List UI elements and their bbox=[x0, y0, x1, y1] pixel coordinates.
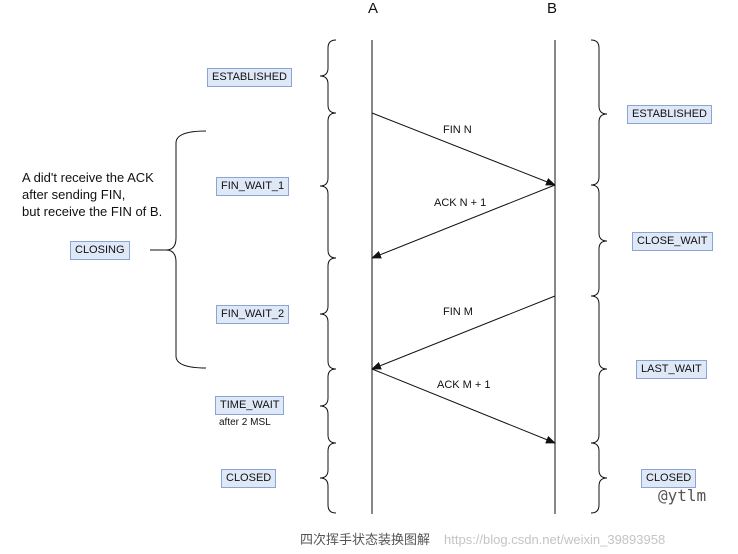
state-a-time-wait: TIME_WAIT bbox=[215, 396, 285, 415]
state-b-close-wait: CLOSE_WAIT bbox=[632, 232, 713, 251]
caption-title: 四次挥手状态装换图解 bbox=[300, 532, 431, 547]
note-line-3: but receive the FIN of B. bbox=[22, 204, 163, 219]
state-a-established: ESTABLISHED bbox=[207, 68, 292, 87]
state-a-fin-wait-2: FIN_WAIT_2 bbox=[216, 305, 290, 324]
arrow-ack-m1 bbox=[371, 368, 556, 444]
state-b-closed: CLOSED bbox=[641, 469, 697, 488]
column-label-b: B bbox=[547, 0, 558, 17]
arrow-fin-n bbox=[371, 112, 556, 186]
arrow-fin-m bbox=[371, 295, 556, 370]
state-b-established: ESTABLISHED bbox=[627, 105, 712, 124]
brace-a-fin-wait-1 bbox=[319, 112, 337, 259]
label-fin-m: FIN M bbox=[443, 306, 473, 318]
brace-a-fin-wait-2 bbox=[319, 257, 337, 370]
time-wait-note: after 2 MSL bbox=[219, 417, 271, 428]
state-b-last-wait: LAST_WAIT bbox=[636, 360, 707, 379]
note-line-1: A did't receive the ACK bbox=[22, 170, 154, 185]
column-label-a: A bbox=[368, 0, 379, 17]
label-ack-m1: ACK M + 1 bbox=[437, 379, 491, 391]
state-a-fin-wait-1: FIN_WAIT_1 bbox=[216, 177, 290, 196]
note-line-2: after sending FIN, bbox=[22, 187, 126, 202]
arrow-ack-n1 bbox=[371, 184, 556, 259]
state-a-closed: CLOSED bbox=[221, 469, 277, 488]
brace-b-established bbox=[590, 39, 608, 186]
caption-url: https://blog.csdn.net/weixin_39893958 bbox=[444, 532, 666, 547]
brace-a-closed bbox=[319, 442, 337, 514]
brace-a-time-wait bbox=[319, 368, 337, 444]
label-ack-n1: ACK N + 1 bbox=[434, 197, 487, 209]
brace-b-last-wait bbox=[590, 295, 608, 444]
brace-b-closed bbox=[590, 442, 608, 514]
watermark: @ytlm bbox=[658, 486, 707, 505]
figure-caption: 四次挥手状态装换图解 https://blog.csdn.net/weixin_3… bbox=[300, 529, 665, 548]
label-fin-n: FIN N bbox=[443, 124, 472, 136]
brace-closing bbox=[165, 130, 207, 369]
state-closing: CLOSING bbox=[70, 241, 130, 260]
brace-b-close-wait bbox=[590, 184, 608, 297]
brace-a-established bbox=[319, 39, 337, 114]
